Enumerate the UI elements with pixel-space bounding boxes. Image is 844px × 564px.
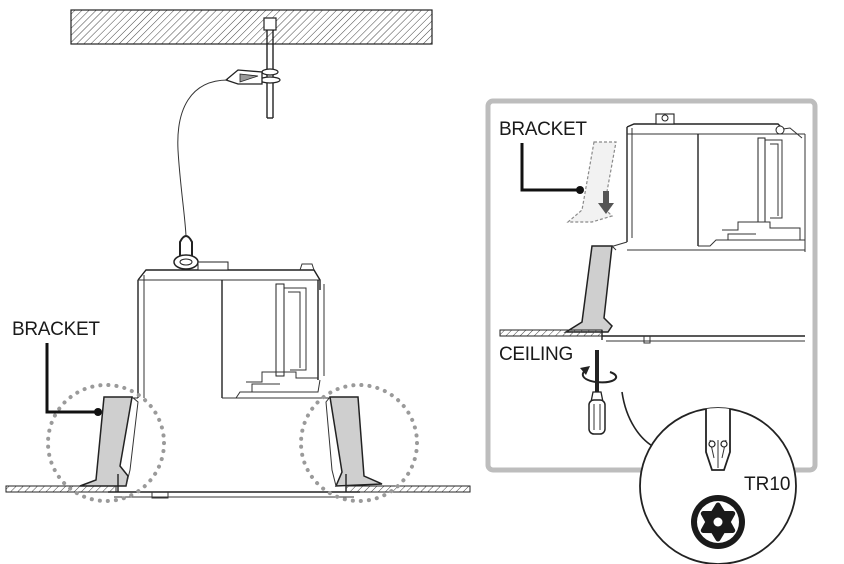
threaded-rod — [259, 17, 281, 119]
torx-magnifier: TR10 — [621, 391, 797, 564]
bracket-leader-main — [45, 343, 98, 414]
ceiling-tile-right — [345, 485, 471, 493]
ceiling-tile-left — [5, 485, 117, 493]
speaker-body — [108, 261, 330, 399]
eyelet — [173, 235, 199, 270]
bracket-label-main: BRACKET — [12, 319, 100, 340]
torx-label: TR10 — [744, 474, 790, 495]
bracket-left — [79, 396, 133, 487]
screwdriver-icon — [588, 350, 606, 435]
rotate-arrow-icon — [580, 366, 618, 384]
detail-flange — [601, 330, 805, 344]
detail-speaker-body — [599, 113, 806, 252]
main-view: BRACKET — [5, 9, 471, 503]
ceiling-slab — [70, 9, 433, 45]
detail-frame — [485, 98, 818, 473]
bracket-leader-detail — [520, 143, 580, 192]
ceiling-label: CEILING — [499, 344, 573, 365]
detail-panel: BRACKET CEILING — [485, 98, 818, 473]
bracket-detail — [563, 245, 613, 333]
down-arrow-icon — [598, 191, 614, 214]
torx-star-icon — [691, 495, 745, 549]
detail-ceiling-tile — [499, 329, 603, 337]
safety-wire — [177, 79, 229, 237]
bracket-right — [329, 396, 383, 487]
highlight-circle-right — [299, 383, 419, 503]
highlight-circle-left — [46, 383, 166, 503]
bracket-label-detail: BRACKET — [499, 119, 587, 140]
